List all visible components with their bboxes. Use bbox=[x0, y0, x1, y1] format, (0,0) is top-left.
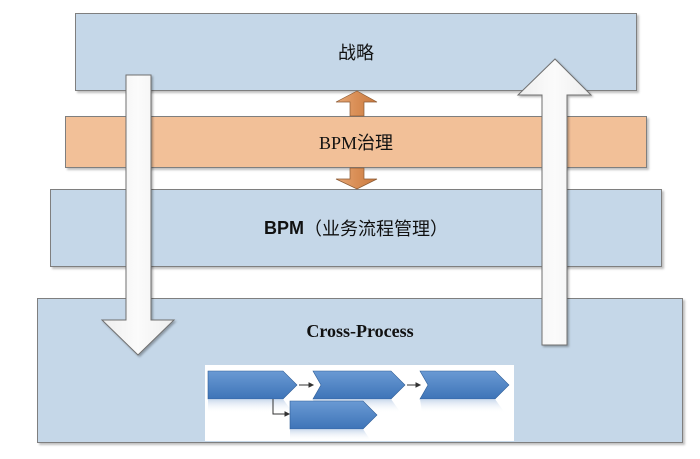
cross-process-label: Cross-Process bbox=[306, 321, 414, 341]
process-flow-image bbox=[205, 365, 514, 441]
governance-down-arrow-icon bbox=[335, 167, 378, 190]
governance-up-arrow-icon bbox=[335, 90, 378, 117]
chevron-4 bbox=[289, 400, 378, 441]
bpm-label-rest: （业务流程管理） bbox=[304, 219, 448, 240]
chevron-3 bbox=[419, 370, 510, 413]
governance-label: BPM治理 bbox=[318, 133, 394, 153]
connector-arrows bbox=[272, 382, 422, 417]
bpm-label-abbr: BPM bbox=[264, 217, 304, 238]
bpm-layer: BPM（业务流程管理） bbox=[50, 189, 662, 267]
strategy-layer: 战略 bbox=[75, 13, 637, 91]
process-flow-chevrons bbox=[207, 370, 510, 441]
chevron-1 bbox=[207, 370, 298, 413]
strategy-label: 战略 bbox=[338, 43, 374, 64]
bpm-governance-layer: BPM治理 bbox=[65, 116, 647, 168]
